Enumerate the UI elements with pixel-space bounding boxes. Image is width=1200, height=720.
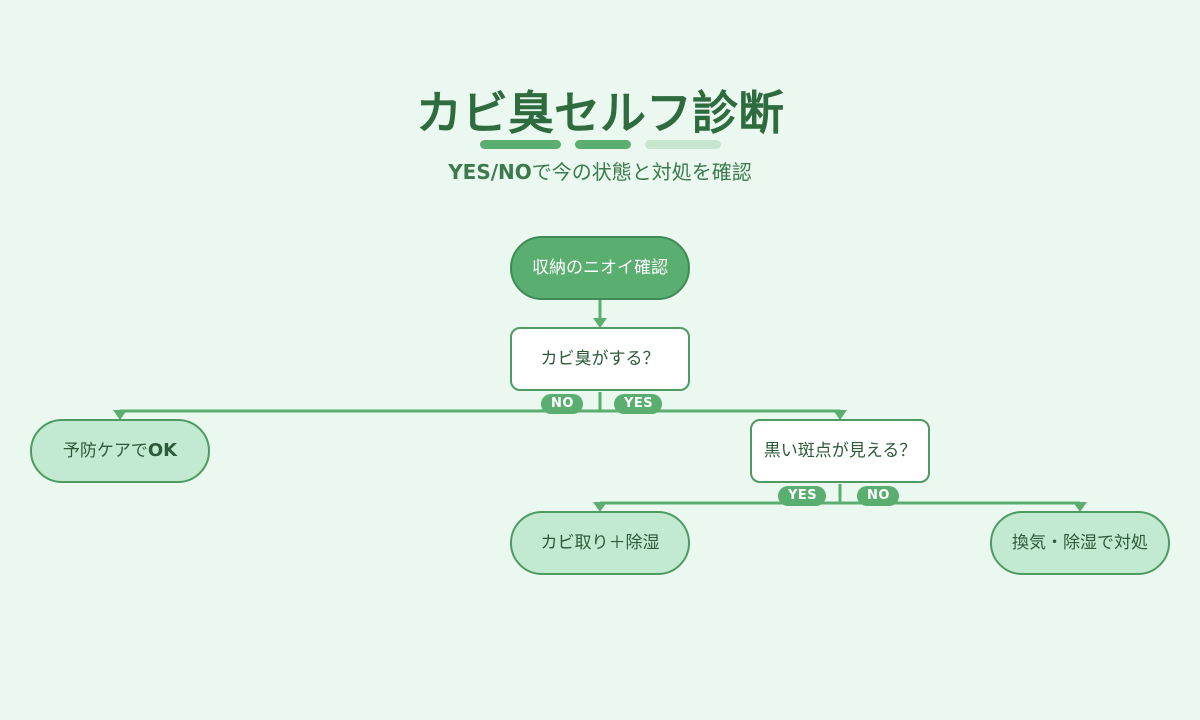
- question-black-spots: 黒い斑点が見える？: [750, 419, 930, 483]
- start-node: 収納のニオイ確認: [510, 236, 690, 300]
- result-mold-removal: カビ取り＋除湿: [510, 511, 690, 575]
- arrowhead-to-yes2: [593, 502, 607, 512]
- subtitle-text: で今の状態と対処を確認: [531, 160, 752, 184]
- arrowhead-to-q1: [593, 318, 607, 328]
- title-accent-bar-2: [575, 140, 631, 149]
- badge-q2-no: NO: [857, 486, 899, 506]
- badge-q1-yes: YES: [614, 394, 662, 414]
- badge-q1-no: NO: [541, 394, 583, 414]
- title-accent-bar-3: [645, 140, 721, 149]
- result-prevention-text: 予防ケアで: [62, 441, 148, 461]
- arrowhead-to-no2: [1073, 502, 1087, 512]
- page-title: カビ臭セルフ診断: [416, 86, 784, 140]
- badge-q2-yes: YES: [778, 486, 826, 506]
- result-ventilation: 換気・除湿で対処: [990, 511, 1170, 575]
- subtitle-emphasis: YES/NO: [448, 160, 532, 184]
- title-accent-bar-1: [480, 140, 561, 149]
- arrowhead-to-no1: [113, 410, 127, 420]
- question-mold-smell: カビ臭がする？: [510, 327, 690, 391]
- result-prevention-emphasis: OK: [147, 440, 178, 461]
- arrowhead-to-q2: [833, 410, 847, 420]
- page-subtitle: YES/NOで今の状態と対処を確認: [0, 158, 1200, 186]
